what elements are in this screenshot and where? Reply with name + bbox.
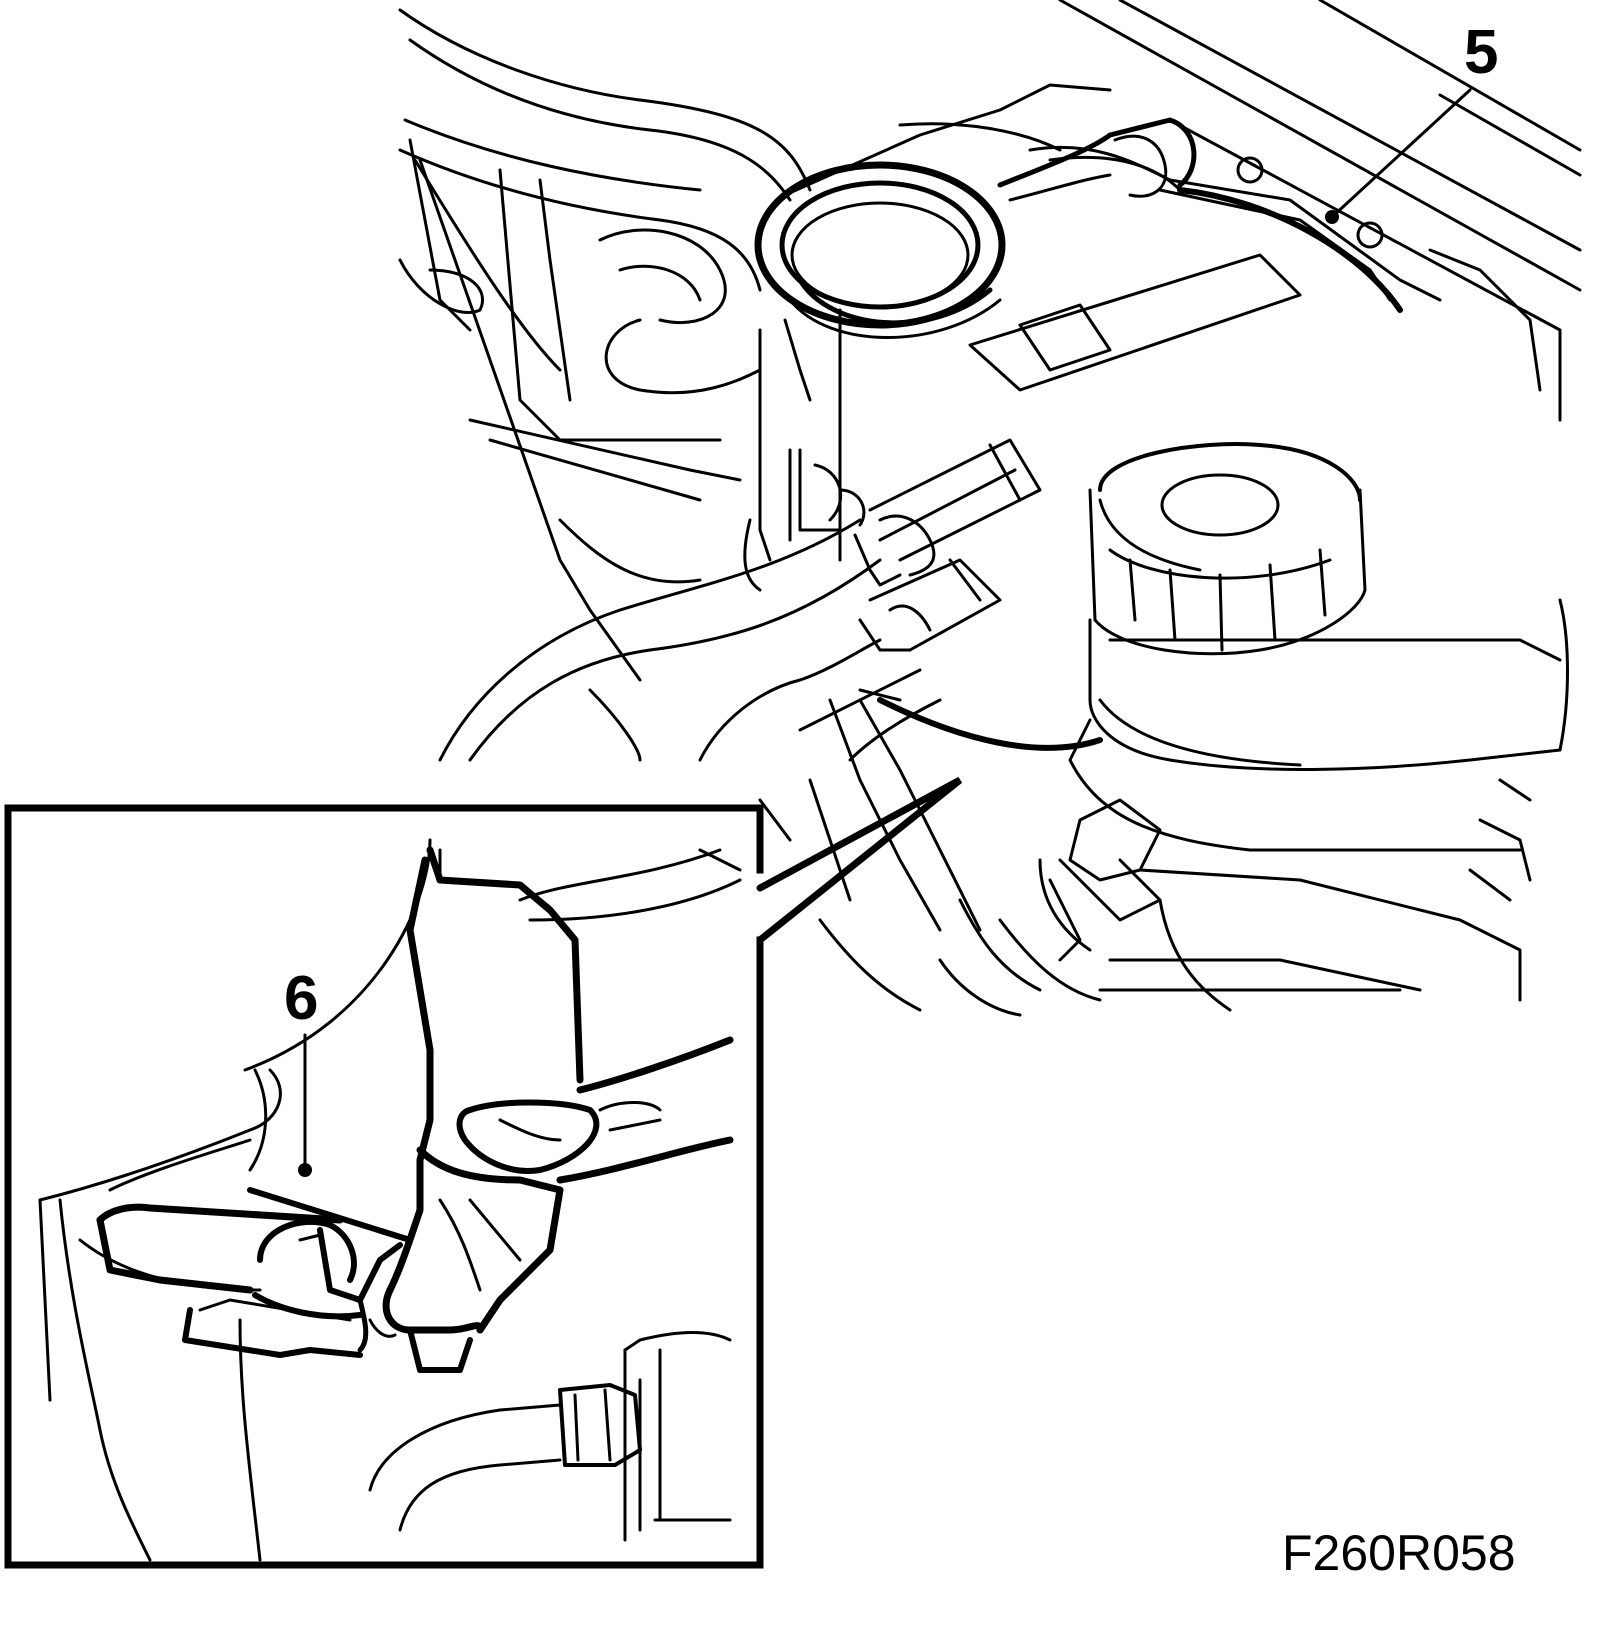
inset-frame <box>4 776 963 1569</box>
inset-view <box>38 838 742 1562</box>
figure-code: F260R058 <box>1282 1525 1516 1581</box>
callout-label-6: 6 <box>284 964 319 1033</box>
main-view <box>398 0 1582 1017</box>
callout-label-5: 5 <box>1464 18 1499 87</box>
